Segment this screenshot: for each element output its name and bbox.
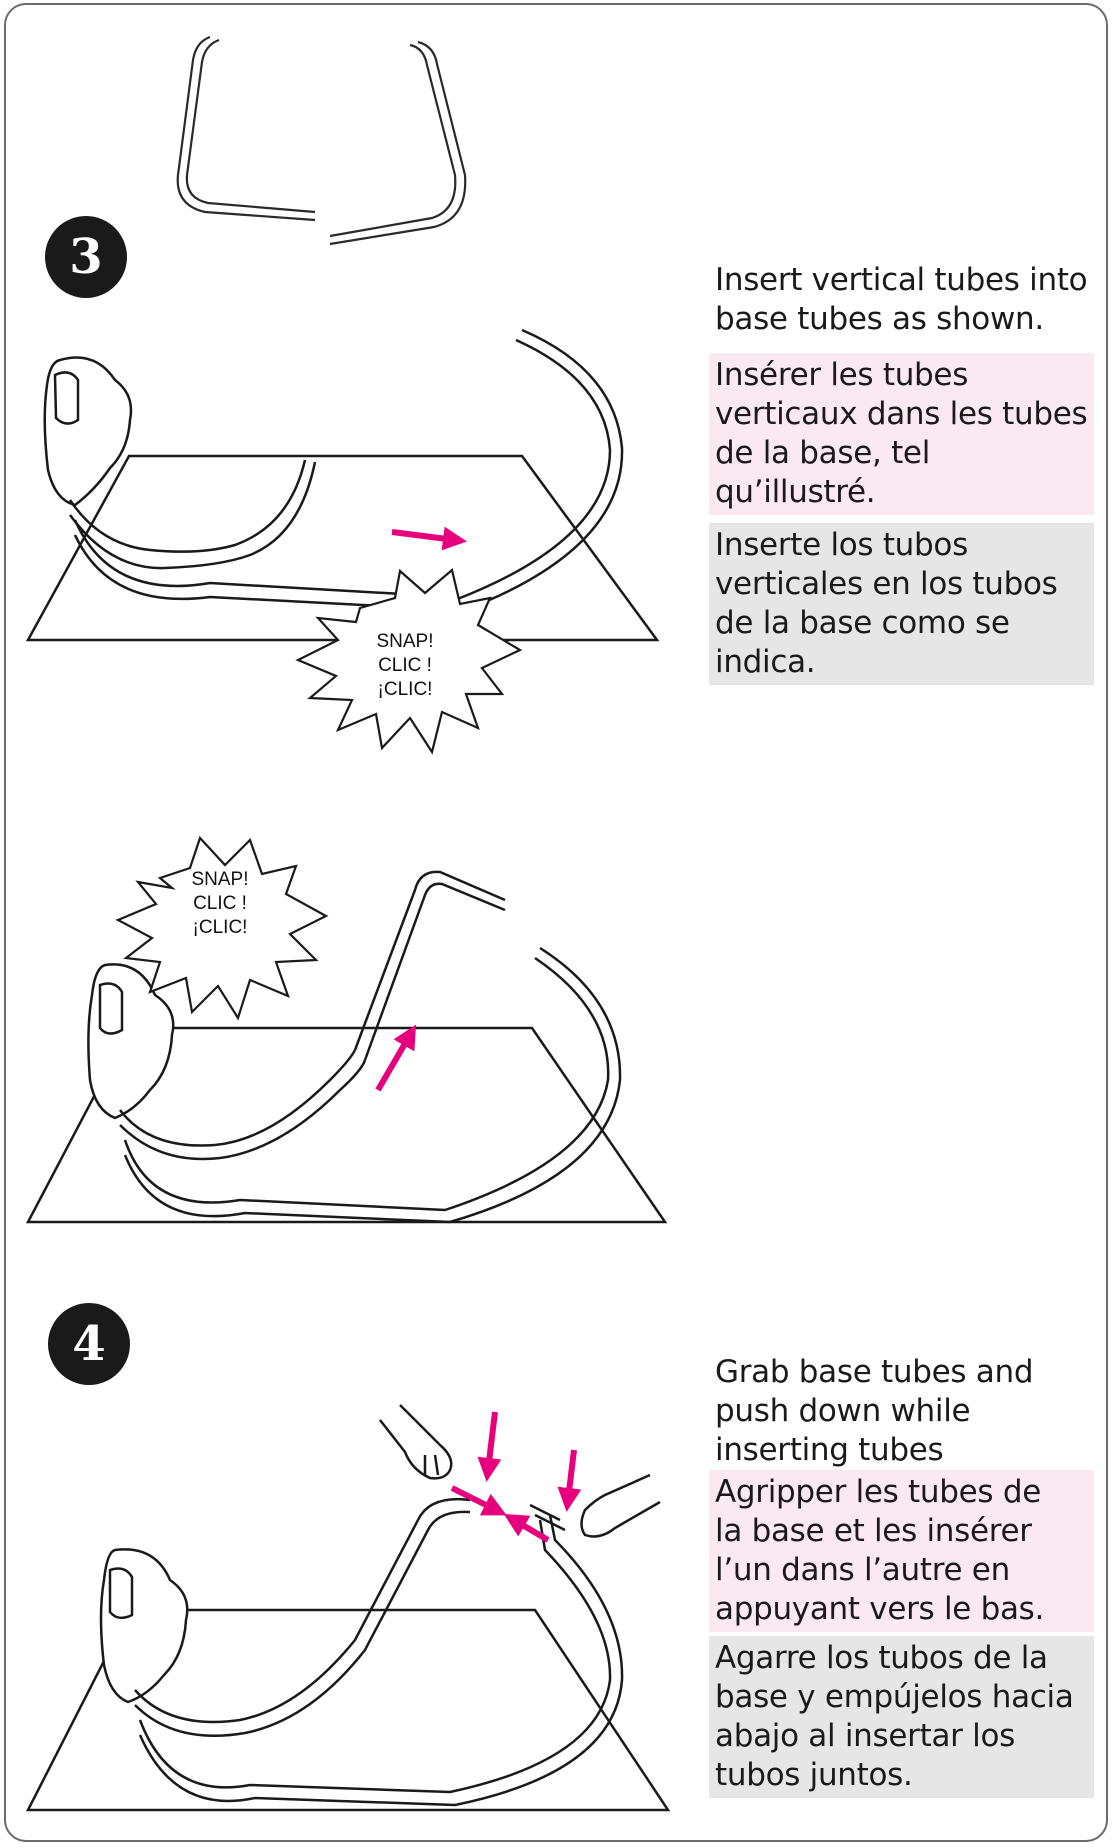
callout-line: SNAP! — [191, 869, 249, 890]
u-tube-parts — [176, 35, 467, 246]
step-3-text-fr: Insérer les tubes verticaux dans les tub… — [709, 353, 1094, 515]
instruction-text: Inserte los tubos verticales en los tubo… — [715, 527, 1058, 680]
instruction-text: Insert vertical tubes into base tubes as… — [715, 262, 1088, 337]
step4-illustration — [25, 1404, 671, 1812]
step-3-text-es: Inserte los tubos verticales en los tubo… — [709, 523, 1094, 685]
step3b-insert-arrow — [375, 1024, 417, 1092]
callout-line: CLIC ! — [193, 893, 247, 914]
step-3-badge: 3 — [45, 216, 127, 298]
step-4-text-es: Agarre los tubos de la base y empújelos … — [709, 1636, 1094, 1798]
instruction-text: Insérer les tubes verticaux dans les tub… — [715, 357, 1088, 510]
step-4-text-fr: Agripper les tubes de la base et les ins… — [709, 1470, 1094, 1632]
step3-insert-arrow — [391, 526, 467, 551]
step-3-text-en: Insert vertical tubes into base tubes as… — [709, 258, 1094, 342]
callout-line: ¡CLIC! — [377, 679, 433, 700]
callout-line: ¡CLIC! — [192, 917, 248, 938]
callout-line: SNAP! — [376, 631, 434, 652]
instruction-text: Agarre los tubos de la base y empújelos … — [715, 1640, 1074, 1793]
snap-burst-1 — [295, 567, 523, 755]
step4-push-arrows — [450, 1411, 582, 1543]
instruction-text: Agripper les tubes de la base et les ins… — [715, 1474, 1045, 1627]
step-4-badge: 4 — [48, 1303, 130, 1385]
snap-burst-2 — [115, 835, 329, 1021]
callout-line: CLIC ! — [378, 655, 432, 676]
snap-callout-2: SNAP! CLIC ! ¡CLIC! — [160, 868, 280, 940]
step3b-illustration — [25, 870, 668, 1224]
step3-illustration — [25, 328, 660, 642]
snap-callout-1: SNAP! CLIC ! ¡CLIC! — [345, 630, 465, 702]
